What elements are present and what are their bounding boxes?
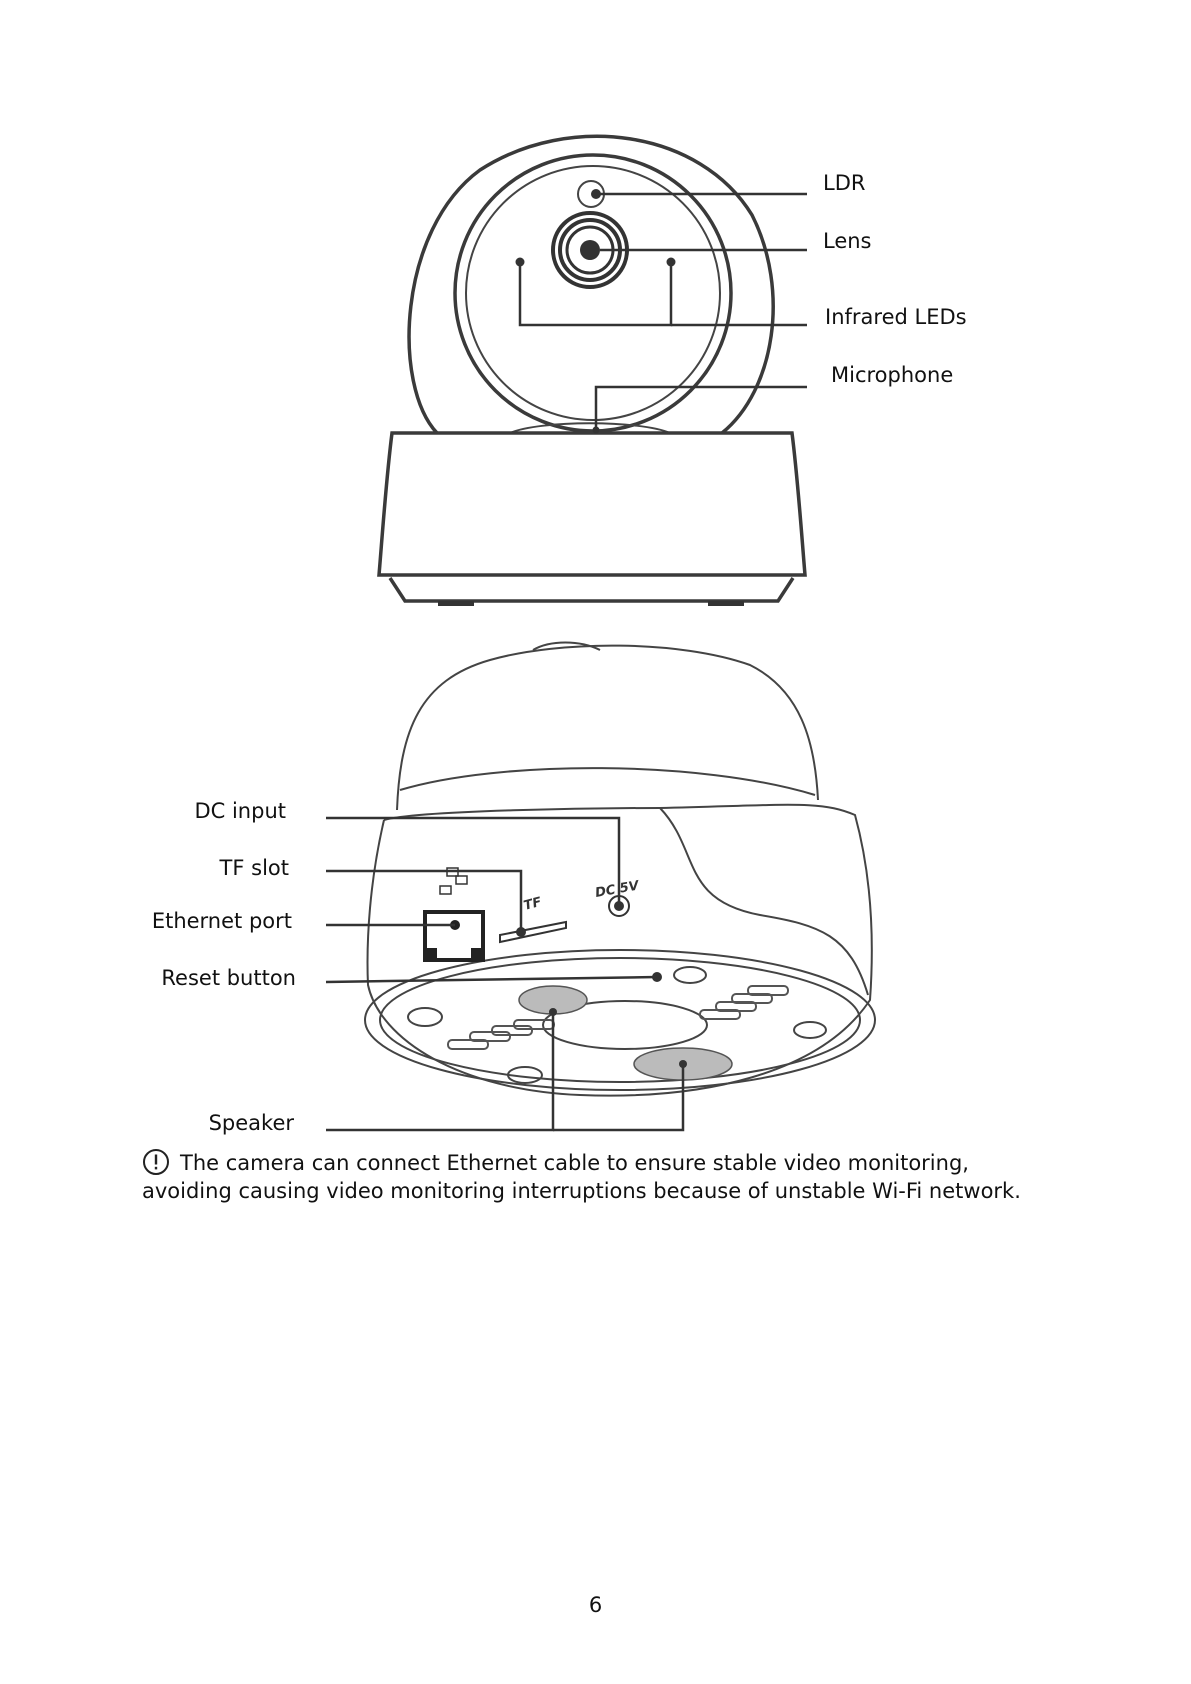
speaker-label: Speaker — [209, 1111, 295, 1135]
foot-right — [794, 1022, 826, 1038]
foot-top-right — [674, 967, 706, 983]
lens-label: Lens — [823, 229, 872, 253]
infrared-leds-label: Infrared LEDs — [825, 305, 967, 329]
camera-face-inner-ring — [466, 166, 720, 420]
info-note: The camera can connect Ethernet cable to… — [142, 1148, 1062, 1205]
microphone-hole — [593, 427, 600, 434]
base-pad-right — [708, 601, 744, 606]
dc-input-label: DC input — [194, 799, 286, 823]
note-text: The camera can connect Ethernet cable to… — [142, 1151, 1021, 1203]
ldr-label: LDR — [823, 171, 865, 195]
foot-left — [408, 1008, 442, 1026]
exclamation-circle-icon — [142, 1148, 170, 1176]
camera-base-foot — [390, 578, 793, 601]
reset-button-label: Reset button — [161, 966, 296, 990]
dome-outline — [397, 646, 818, 810]
tf-marking: TF — [522, 895, 543, 914]
ethernet-port — [425, 868, 483, 960]
vents-right — [700, 986, 788, 1019]
speaker-point-right — [679, 1060, 687, 1068]
dome-rim — [400, 768, 815, 795]
dc-marking: DC 5V — [594, 878, 641, 901]
camera-diagram: LDR Lens Infrared LEDs Microphone — [0, 0, 1191, 1160]
camera-bottom-view: TF DC 5V DC input TF slot Ethernet port … — [152, 643, 875, 1136]
dc-input-jack: DC 5V — [594, 878, 641, 916]
speaker-point-left — [549, 1008, 557, 1016]
base-pad-left — [438, 601, 474, 606]
vents-left — [448, 1020, 554, 1049]
camera-base — [379, 433, 805, 575]
camera-front-view: LDR Lens Infrared LEDs Microphone — [379, 136, 967, 606]
page-number: 6 — [0, 1593, 1191, 1617]
tf-slot-label: TF slot — [219, 856, 289, 880]
ethernet-port-label: Ethernet port — [152, 909, 292, 933]
dc-input-callout-line — [326, 818, 619, 906]
reset-callout-line — [326, 977, 657, 982]
microphone-label: Microphone — [831, 363, 953, 387]
tf-slot: TF — [500, 895, 566, 942]
